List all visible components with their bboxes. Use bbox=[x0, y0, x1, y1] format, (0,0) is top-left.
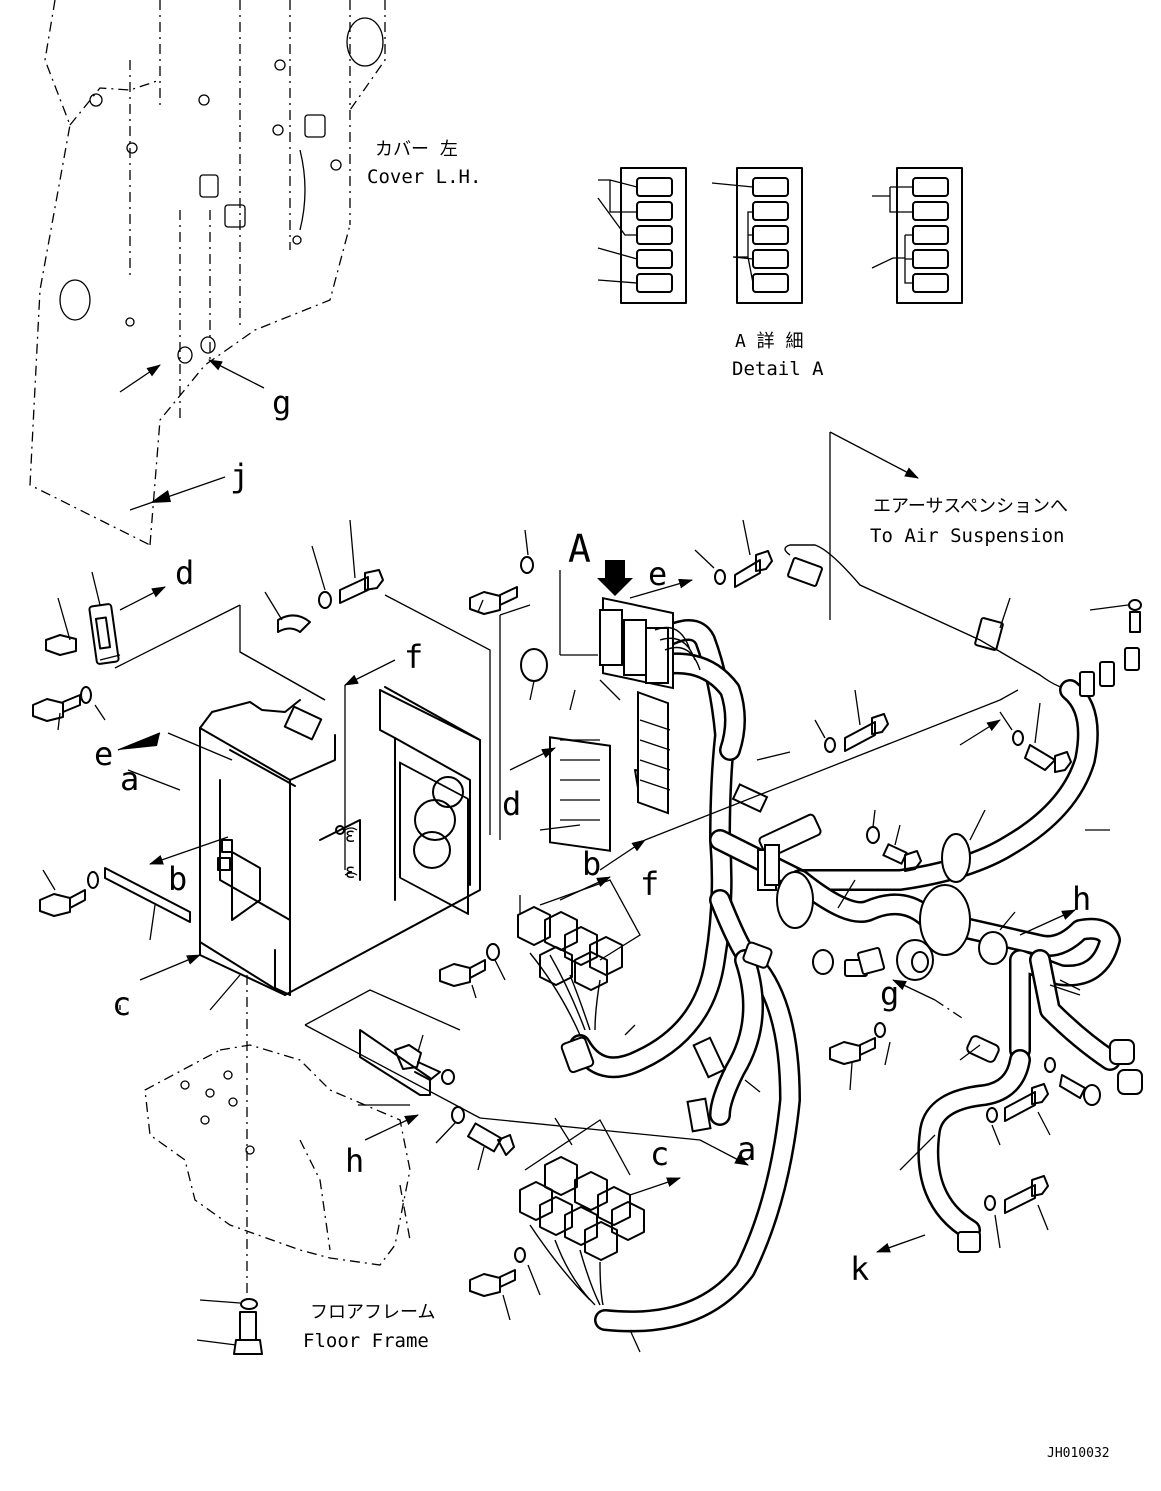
fasteners-right bbox=[469, 519, 1142, 1321]
label-a-left: a bbox=[120, 760, 139, 798]
cover-note-jp: カバー 左 bbox=[375, 139, 458, 160]
detail-note-jp: A 詳 細 bbox=[735, 331, 804, 352]
label-b-right: b bbox=[582, 845, 601, 883]
detail-a-arrow bbox=[597, 560, 633, 596]
cover-lh-panel bbox=[29, 0, 386, 546]
relay-block-1 bbox=[597, 167, 687, 304]
label-h-right: h bbox=[1072, 880, 1091, 918]
label-d-right: d bbox=[502, 785, 521, 823]
label-e-right: e bbox=[648, 555, 667, 593]
label-d-left: d bbox=[175, 554, 194, 592]
floor-note-jp: フロアフレーム bbox=[310, 1302, 435, 1323]
detail-note-en: Detail A bbox=[732, 358, 824, 380]
relay-box-glyph-1: ℇ bbox=[345, 827, 355, 846]
floor-note-en: Floor Frame bbox=[303, 1330, 429, 1352]
relay-cluster-mid bbox=[517, 879, 641, 1036]
label-g-right: g bbox=[880, 975, 899, 1013]
label-f-right: f bbox=[640, 865, 659, 903]
label-c-left: c bbox=[112, 985, 131, 1023]
relay-block-2 bbox=[711, 167, 803, 304]
label-f-left: f bbox=[404, 638, 423, 676]
air-note-jp: エアーサスペンションへ bbox=[873, 496, 1068, 517]
relay-cluster-bottom bbox=[519, 1117, 645, 1306]
label-c-right: c bbox=[650, 1135, 669, 1173]
label-e-left: e bbox=[94, 735, 113, 773]
relay-block-3 bbox=[871, 167, 963, 304]
wire-harness bbox=[549, 596, 1143, 1333]
cover-note-en: Cover L.H. bbox=[367, 166, 481, 188]
label-a-right: a bbox=[737, 1130, 756, 1168]
label-k: k bbox=[850, 1250, 869, 1288]
floor-frame bbox=[144, 1044, 411, 1266]
drawing-id: JH010032 bbox=[1047, 1446, 1110, 1461]
label-A: A bbox=[568, 527, 591, 571]
label-b-left: b bbox=[168, 860, 187, 898]
label-g-top: g bbox=[272, 384, 291, 422]
air-note-en: To Air Suspension bbox=[870, 525, 1064, 547]
relay-box-glyph-2: ℇ bbox=[345, 863, 355, 882]
label-j: j bbox=[230, 457, 249, 495]
label-h-left: h bbox=[345, 1142, 364, 1180]
detail-a-group bbox=[597, 167, 963, 304]
relay-box-bracket bbox=[199, 686, 481, 996]
